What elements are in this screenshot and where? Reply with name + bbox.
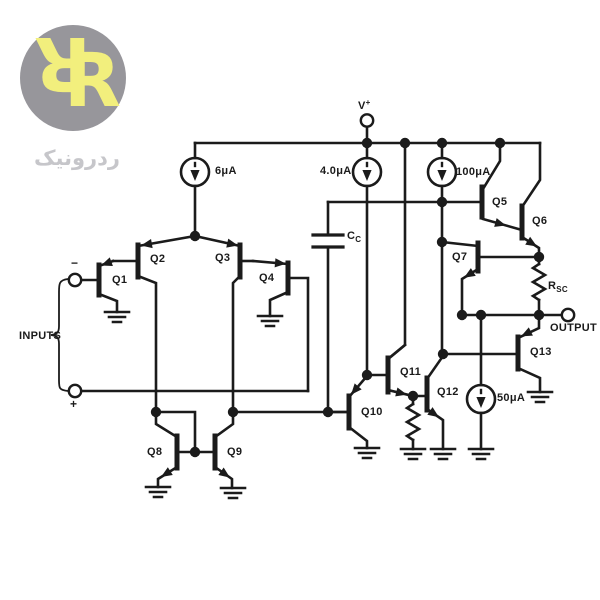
- input-minus-sign: −: [71, 256, 79, 270]
- cap-label: CC: [347, 230, 362, 244]
- compensation-capacitor: [311, 200, 345, 414]
- q11-label: Q11: [400, 366, 422, 378]
- input-plus-terminal: [67, 383, 83, 399]
- q3-label: Q3: [215, 252, 231, 264]
- logo-brand-text: ردرونیک: [34, 146, 120, 170]
- transistor-q5: [479, 141, 524, 232]
- q1-label: Q1: [112, 274, 128, 286]
- source-50ua-label: 50μA: [497, 392, 526, 404]
- junction-dots: [150, 137, 545, 458]
- output-terminal: [560, 307, 576, 323]
- transistor-q3: [193, 234, 255, 414]
- inputs-brace: [50, 278, 69, 392]
- input-plus-sign: +: [70, 397, 78, 411]
- transistor-q7: [440, 240, 541, 317]
- transistor-q4: [251, 258, 310, 393]
- q5-label: Q5: [492, 196, 508, 208]
- rsc-label: RSC: [548, 280, 568, 294]
- q12-label: Q12: [437, 386, 459, 398]
- logo-circle: [20, 25, 126, 131]
- transistor-q1: [79, 257, 119, 314]
- wires: [79, 141, 564, 454]
- inputs-label: INPUTS: [19, 330, 62, 342]
- q13-label: Q13: [530, 346, 552, 358]
- q9-label: Q9: [227, 446, 243, 458]
- q6-label: Q6: [532, 215, 548, 227]
- q10-label: Q10: [361, 406, 383, 418]
- q4-label: Q4: [259, 272, 275, 284]
- output-label: OUTPUT: [550, 322, 598, 334]
- logo-letter-r: R: [64, 38, 121, 124]
- emitter-resistor: [404, 394, 422, 451]
- transistor-q6: [519, 141, 542, 259]
- vplus-label: V+: [358, 98, 371, 112]
- source-100ua-label: 100μA: [456, 166, 491, 178]
- vplus-terminal: [359, 113, 375, 128]
- source-6ua-label: 6μA: [215, 165, 237, 177]
- current-source-50ua: [465, 313, 497, 451]
- transistor-q10: [326, 374, 369, 450]
- ground-symbols: [103, 310, 554, 500]
- current-source-6ua: [179, 141, 211, 238]
- q8-label: Q8: [147, 446, 163, 458]
- input-minus-terminal: [67, 272, 83, 288]
- q7-label: Q7: [452, 251, 468, 263]
- q2-label: Q2: [150, 253, 166, 265]
- transistor-q2: [111, 234, 197, 414]
- source-4ua-label: 4.0μA: [320, 165, 352, 177]
- short-circuit-resistor: [530, 255, 548, 317]
